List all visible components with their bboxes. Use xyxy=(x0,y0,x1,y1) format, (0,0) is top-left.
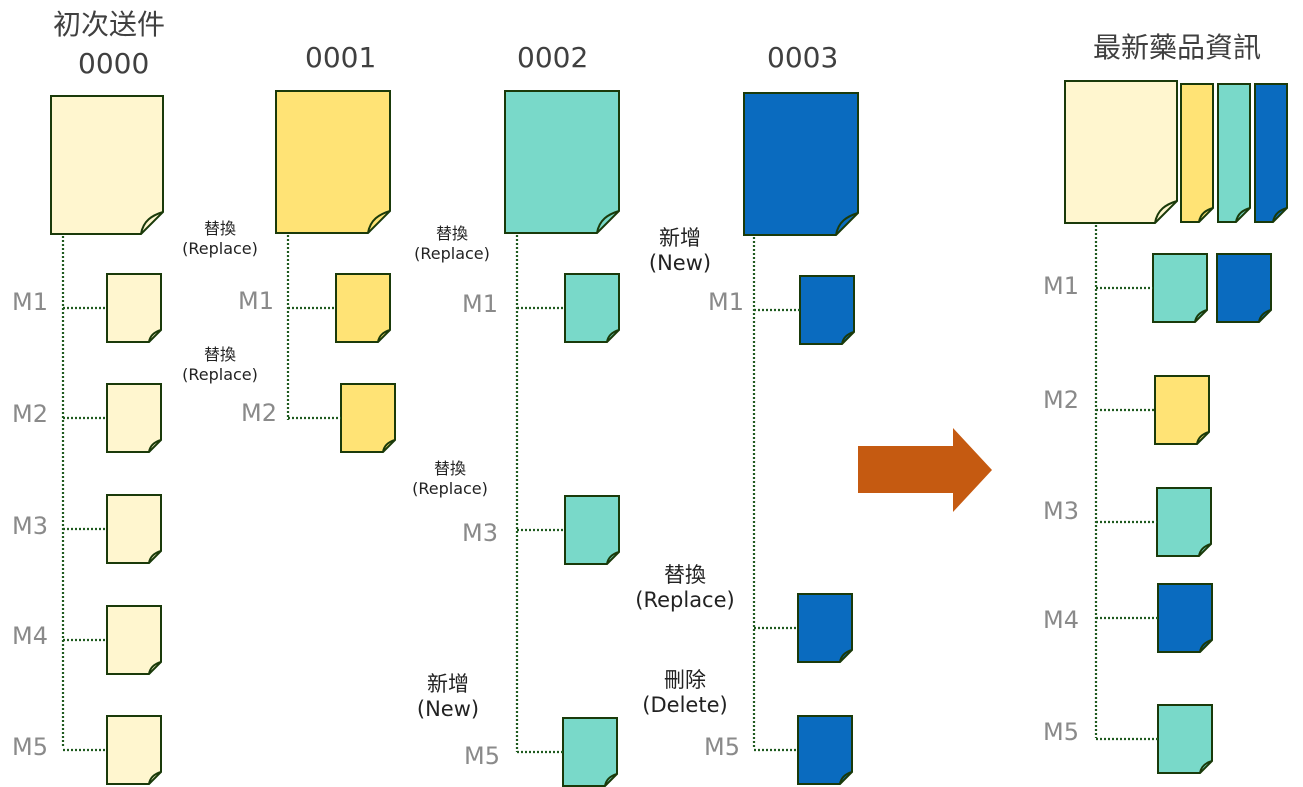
action-zh: 刪除 xyxy=(664,668,706,692)
doc-result-0003-tab xyxy=(1254,83,1288,223)
action-replace-0001-m2: 替換 (Replace) xyxy=(170,345,270,385)
doc-0000-m4 xyxy=(106,605,162,675)
doc-0003-m1 xyxy=(799,275,855,345)
header-sequence-0001: 0001 xyxy=(305,41,377,74)
doc-0003-m4 xyxy=(797,593,853,663)
label-0002-m1: M1 xyxy=(462,290,498,318)
label-0000-m5: M5 xyxy=(12,733,48,761)
action-new-0002-m5: 新增 (New) xyxy=(398,672,498,722)
doc-0000-m1 xyxy=(106,273,162,343)
doc-0002-m5 xyxy=(562,717,618,787)
doc-result-m1-0003 xyxy=(1216,253,1272,323)
doc-0003-m5 xyxy=(797,715,853,785)
doc-0000-m2 xyxy=(106,383,162,453)
label-0001-m2: M2 xyxy=(241,399,277,427)
label-0003-m5: M5 xyxy=(704,733,740,761)
doc-result-m3 xyxy=(1156,487,1212,557)
doc-0002-m1 xyxy=(564,273,620,343)
header-sequence-0003: 0003 xyxy=(767,41,839,74)
label-0000-m1: M1 xyxy=(12,288,48,316)
doc-0002-m3 xyxy=(564,495,620,565)
doc-0003-main xyxy=(743,92,859,236)
action-en: (Replace) xyxy=(414,244,490,263)
action-en: (Delete) xyxy=(642,693,728,717)
doc-0001-m2 xyxy=(340,383,396,453)
label-result-m5: M5 xyxy=(1043,718,1079,746)
header-latest-drug-info: 最新藥品資訊 xyxy=(1093,31,1262,64)
doc-result-0001-tab xyxy=(1180,83,1214,223)
label-0000-m4: M4 xyxy=(12,622,48,650)
action-en: (Replace) xyxy=(635,588,735,612)
doc-result-m2 xyxy=(1154,375,1210,445)
doc-result-m1-0002 xyxy=(1152,253,1208,323)
action-replace-0002-m3: 替換 (Replace) xyxy=(400,459,500,499)
action-en: (Replace) xyxy=(412,479,488,498)
doc-result-main xyxy=(1064,80,1178,224)
label-result-m3: M3 xyxy=(1043,497,1079,525)
label-result-m1: M1 xyxy=(1043,272,1079,300)
doc-0000-m5 xyxy=(106,715,162,785)
action-zh: 替換 xyxy=(203,345,236,364)
label-0003-m1: M1 xyxy=(708,288,744,316)
label-result-m4: M4 xyxy=(1043,606,1079,634)
action-delete-0003-m5: 刪除 (Delete) xyxy=(625,668,745,718)
label-0001-m1: M1 xyxy=(238,287,274,315)
label-result-m2: M2 xyxy=(1043,386,1079,414)
action-replace-0001-m1: 替換 (Replace) xyxy=(170,219,270,259)
action-en: (Replace) xyxy=(182,239,258,258)
action-zh: 替換 xyxy=(433,459,466,478)
header-sequence-0002: 0002 xyxy=(517,41,589,74)
action-zh: 替換 xyxy=(435,224,468,243)
doc-0001-main xyxy=(275,90,391,234)
action-en: (Replace) xyxy=(182,365,258,384)
header-sequence-0000: 0000 xyxy=(78,47,150,80)
doc-0002-main xyxy=(504,90,620,234)
label-0000-m3: M3 xyxy=(12,512,48,540)
action-replace-0002-m1: 替換 (Replace) xyxy=(402,224,502,264)
action-zh: 替換 xyxy=(664,563,706,587)
header-initial-label: 初次送件 xyxy=(53,8,166,41)
label-0002-m5: M5 xyxy=(464,742,500,770)
doc-0000-m3 xyxy=(106,494,162,564)
action-replace-0003-m4: 替換 (Replace) xyxy=(620,563,750,613)
doc-result-0002-tab xyxy=(1217,83,1251,223)
action-en: (New) xyxy=(416,697,480,721)
doc-0000-main xyxy=(50,95,164,235)
doc-result-m5 xyxy=(1157,704,1213,774)
action-zh: 替換 xyxy=(203,219,236,238)
doc-result-m4 xyxy=(1157,583,1213,653)
doc-0001-m1 xyxy=(335,273,391,343)
action-en: (New) xyxy=(648,251,712,275)
action-zh: 新增 xyxy=(427,672,469,696)
action-new-0003-m1: 新增 (New) xyxy=(630,226,730,276)
label-0002-m3: M3 xyxy=(462,519,498,547)
transition-arrow xyxy=(858,428,992,512)
action-zh: 新增 xyxy=(659,226,701,250)
label-0000-m2: M2 xyxy=(12,400,48,428)
